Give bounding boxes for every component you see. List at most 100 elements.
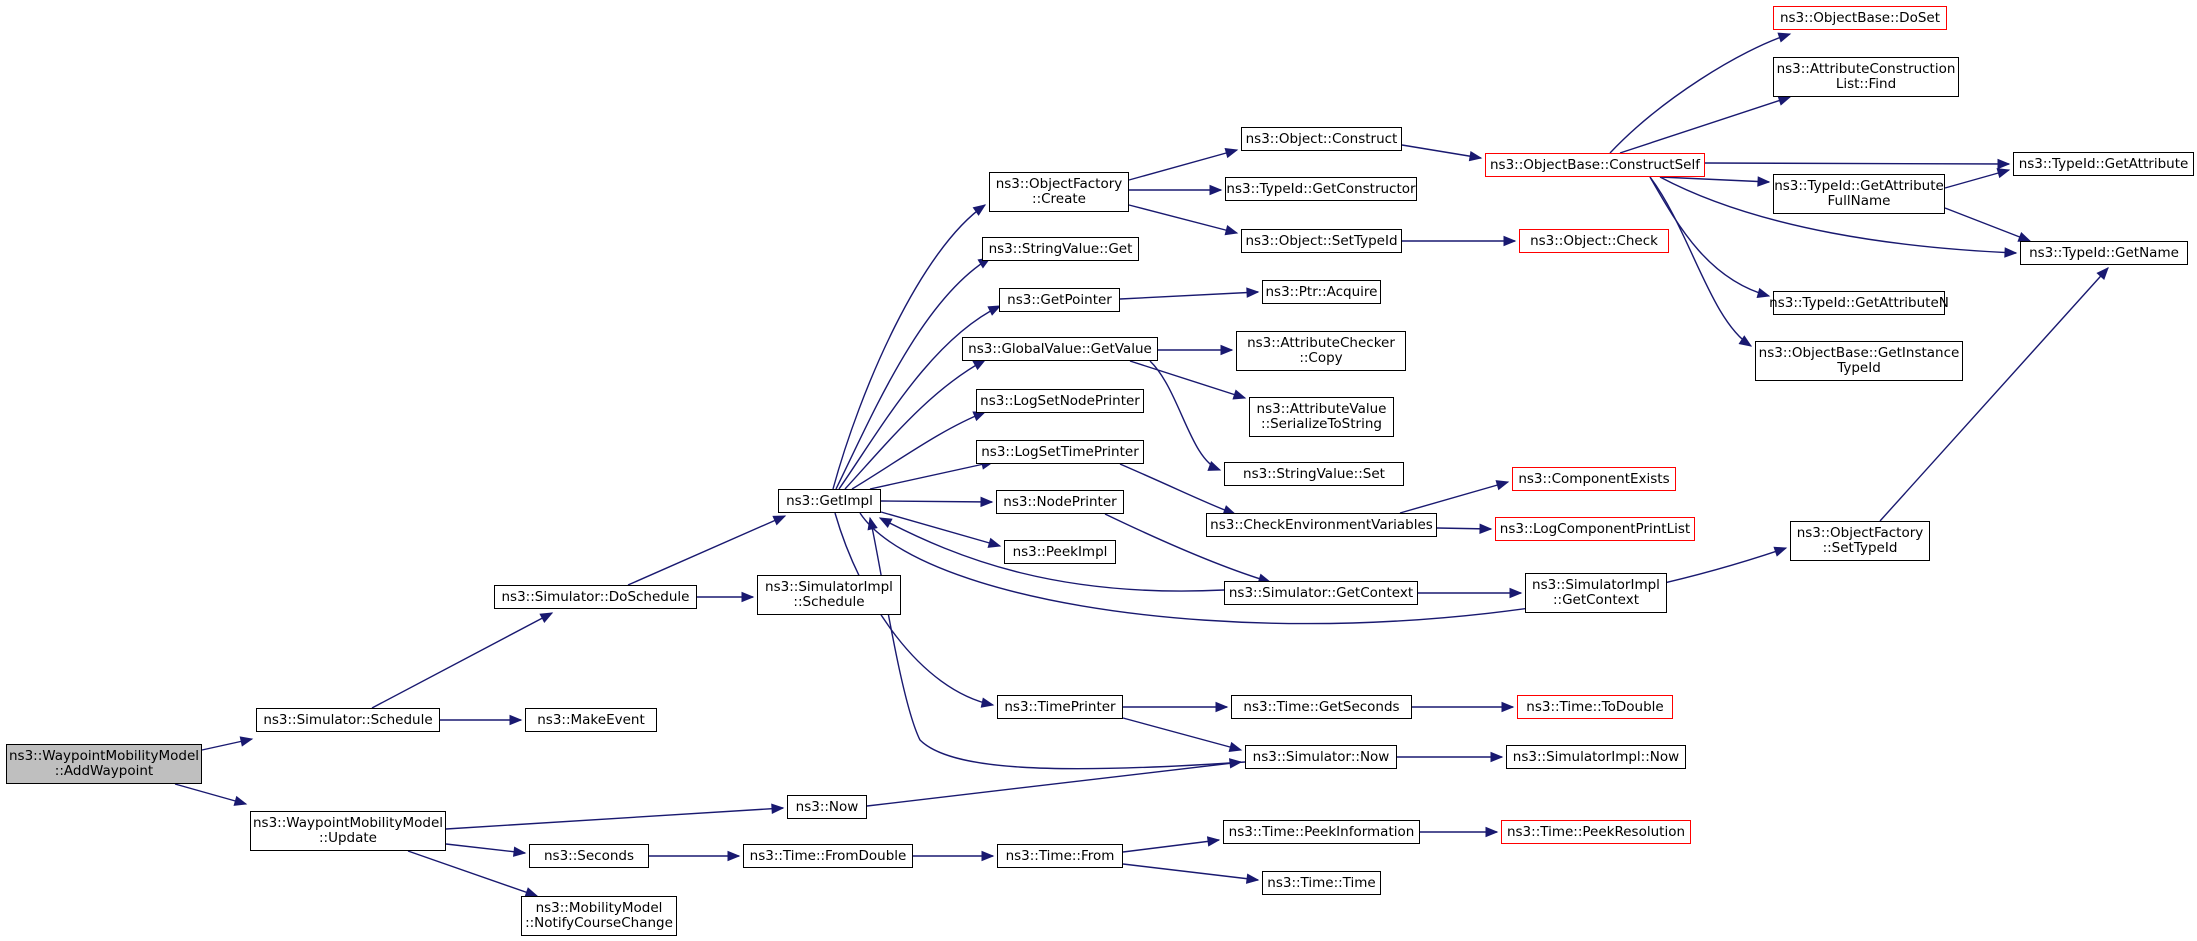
node-getname[interactable]: ns3::TypeId::GetName [2020, 241, 2188, 265]
arrowhead-sched-to-dosched [539, 612, 554, 624]
arrowhead-simgetctx-to-simimplgetctx [1509, 587, 1523, 599]
edge-getimpl-to-timeprinter [834, 512, 994, 706]
node-nodeprinter[interactable]: ns3::NodePrinter [996, 490, 1124, 514]
node-simnow[interactable]: ns3::Simulator::Now [1245, 745, 1397, 769]
node-checkenv[interactable]: ns3::CheckEnvironmentVariables [1206, 513, 1437, 537]
edge-constructself-to-getattrfull [1659, 176, 1770, 183]
node-gvgetvalue[interactable]: ns3::GlobalValue::GetValue [962, 337, 1158, 361]
arrowhead-getimpl-to-nodeprinter [980, 496, 994, 508]
edge-getattrfull-to-getname [1944, 207, 2031, 242]
node-getseconds[interactable]: ns3::Time::GetSeconds [1231, 695, 1412, 719]
arrowhead-getimpl-to-ofsettypeid [1773, 546, 1788, 557]
edge-timefrom-to-timetime [1122, 863, 1259, 881]
arrowhead-constructself-to-aclfind [1777, 95, 1792, 106]
edge-constructself-to-getinsttypeid [1649, 176, 1752, 347]
node-getattr[interactable]: ns3::TypeId::GetAttribute [2013, 152, 2194, 176]
node-compexists[interactable]: ns3::ComponentExists [1512, 467, 1676, 491]
node-timeprinter[interactable]: ns3::TimePrinter [997, 695, 1123, 719]
node-seconds[interactable]: ns3::Seconds [529, 844, 649, 868]
arrowhead-ofsettypeid-to-getname [2096, 267, 2109, 281]
node-fromdouble[interactable]: ns3::Time::FromDouble [743, 844, 913, 868]
arrowhead-settypeid-to-objcheck [1503, 235, 1517, 247]
edge-constructself-to-doset [1609, 33, 1791, 154]
arrowhead-getimpl-to-objfactcreate [972, 204, 987, 216]
node-doset[interactable]: ns3::ObjectBase::DoSet [1773, 6, 1947, 30]
arrowhead-constructself-to-getattrn [1756, 287, 1771, 298]
node-getimpl[interactable]: ns3::GetImpl [778, 489, 881, 513]
edge-sched-to-dosched [371, 612, 553, 709]
node-getinsttypeid[interactable]: ns3::ObjectBase::GetInstance TypeId [1755, 341, 1963, 381]
node-getattrn[interactable]: ns3::TypeId::GetAttributeN [1769, 291, 1949, 315]
arrowhead-getpointer-to-ptracquire [1246, 287, 1260, 298]
edge-getimpl-to-strget [835, 257, 991, 490]
arrowhead-getseconds-to-todouble [1501, 701, 1515, 713]
arrowhead-timefrom-to-timetime [1245, 873, 1260, 884]
node-accopy[interactable]: ns3::AttributeChecker ::Copy [1236, 331, 1406, 371]
node-lognodeprinter[interactable]: ns3::LogSetNodePrinter [976, 389, 1144, 413]
arrowhead-timeprinter-to-simnow [1228, 741, 1243, 753]
edge-gvgetvalue-to-strset [1149, 360, 1221, 471]
node-peekres[interactable]: ns3::Time::PeekResolution [1501, 820, 1691, 844]
arrowhead-simgetctx-to-getimpl [878, 517, 893, 528]
edge-getimpl-to-objfactcreate [832, 204, 986, 490]
node-todouble[interactable]: ns3::Time::ToDouble [1517, 695, 1673, 719]
node-strset[interactable]: ns3::StringValue::Set [1224, 462, 1404, 486]
edge-getimpl-to-peekimpl [880, 511, 1001, 547]
arrowhead-getimpl-to-timeprinter [980, 697, 995, 708]
arrowhead-update-to-now [771, 803, 785, 814]
edge-root-to-update [174, 783, 247, 805]
node-strget[interactable]: ns3::StringValue::Get [982, 237, 1139, 261]
node-getconstructor[interactable]: ns3::TypeId::GetConstructor [1225, 177, 1417, 201]
arrowhead-objfactcreate-to-settypeid [1224, 225, 1239, 236]
node-objfactcreate[interactable]: ns3::ObjectFactory ::Create [989, 172, 1129, 212]
edge-simgetctx-to-getimpl [879, 517, 1225, 592]
edge-getimpl-to-getpointer [838, 305, 1001, 490]
edge-update-to-seconds [445, 843, 526, 854]
node-makeevent[interactable]: ns3::MakeEvent [525, 708, 657, 732]
arrowhead-sched-to-makeevent [509, 714, 523, 726]
node-ofsettypeid[interactable]: ns3::ObjectFactory ::SetTypeId [1790, 521, 1930, 561]
node-simimplnow[interactable]: ns3::SimulatorImpl::Now [1506, 745, 1686, 769]
node-update[interactable]: ns3::WaypointMobilityModel ::Update [250, 811, 446, 851]
arrowhead-gvgetvalue-to-avser [1232, 389, 1247, 400]
node-objconstruct[interactable]: ns3::Object::Construct [1241, 127, 1402, 151]
node-logtimeprinter[interactable]: ns3::LogSetTimePrinter [976, 440, 1144, 464]
node-simimplsched[interactable]: ns3::SimulatorImpl ::Schedule [757, 575, 901, 615]
node-simgetctx[interactable]: ns3::Simulator::GetContext [1224, 581, 1418, 605]
edge-getimpl-to-logtimeprinter [869, 461, 994, 490]
arrowhead-peekinfo-to-peekres [1485, 826, 1499, 838]
node-now[interactable]: ns3::Now [787, 795, 867, 819]
edge-getimpl-to-lognodeprinter [851, 411, 986, 490]
node-getpointer[interactable]: ns3::GetPointer [999, 288, 1120, 312]
node-dosched[interactable]: ns3::Simulator::DoSchedule [494, 585, 697, 609]
node-getattrfull[interactable]: ns3::TypeId::GetAttribute FullName [1773, 174, 1945, 214]
edge-ofsettypeid-to-getname [1879, 267, 2109, 522]
edge-objconstruct-to-constructself [1401, 144, 1482, 159]
node-aclfind[interactable]: ns3::AttributeConstruction List::Find [1773, 57, 1959, 97]
node-peekinfo[interactable]: ns3::Time::PeekInformation [1223, 820, 1420, 844]
node-timetime[interactable]: ns3::Time::Time [1262, 871, 1381, 895]
arrowhead-gvgetvalue-to-accopy [1220, 344, 1234, 356]
arrowhead-constructself-to-getattr [1997, 158, 2011, 170]
node-simimplgetctx[interactable]: ns3::SimulatorImpl ::GetContext [1525, 573, 1667, 613]
node-logprintlist[interactable]: ns3::LogComponentPrintList [1495, 517, 1695, 541]
arrowhead-getattrfull-to-getattr [1996, 168, 2011, 179]
node-root[interactable]: ns3::WaypointMobilityModel ::AddWaypoint [6, 744, 202, 784]
node-sched[interactable]: ns3::Simulator::Schedule [256, 708, 440, 732]
arrowhead-dosched-to-simimplsched [741, 591, 755, 603]
arrowhead-constructself-to-doset [1777, 32, 1792, 43]
arrowhead-now-to-simnow [1228, 758, 1243, 769]
node-peekimpl[interactable]: ns3::PeekImpl [1004, 540, 1116, 564]
node-timefrom[interactable]: ns3::Time::From [997, 844, 1123, 868]
arrowhead-objfactcreate-to-getconstructor [1209, 184, 1223, 196]
edge-timeprinter-to-simnow [1122, 717, 1242, 751]
node-constructself[interactable]: ns3::ObjectBase::ConstructSelf [1485, 153, 1705, 177]
arrowhead-timefrom-to-peekinfo [1206, 836, 1221, 847]
node-notify[interactable]: ns3::MobilityModel ::NotifyCourseChange [521, 896, 677, 936]
node-avser[interactable]: ns3::AttributeValue ::SerializeToString [1249, 397, 1394, 437]
edge-objfactcreate-to-objconstruct [1128, 149, 1238, 181]
node-ptracquire[interactable]: ns3::Ptr::Acquire [1262, 280, 1381, 304]
arrowhead-constructself-to-getattrfull [1757, 176, 1771, 187]
node-settypeid[interactable]: ns3::Object::SetTypeId [1241, 229, 1402, 253]
node-objcheck[interactable]: ns3::Object::Check [1519, 229, 1669, 253]
